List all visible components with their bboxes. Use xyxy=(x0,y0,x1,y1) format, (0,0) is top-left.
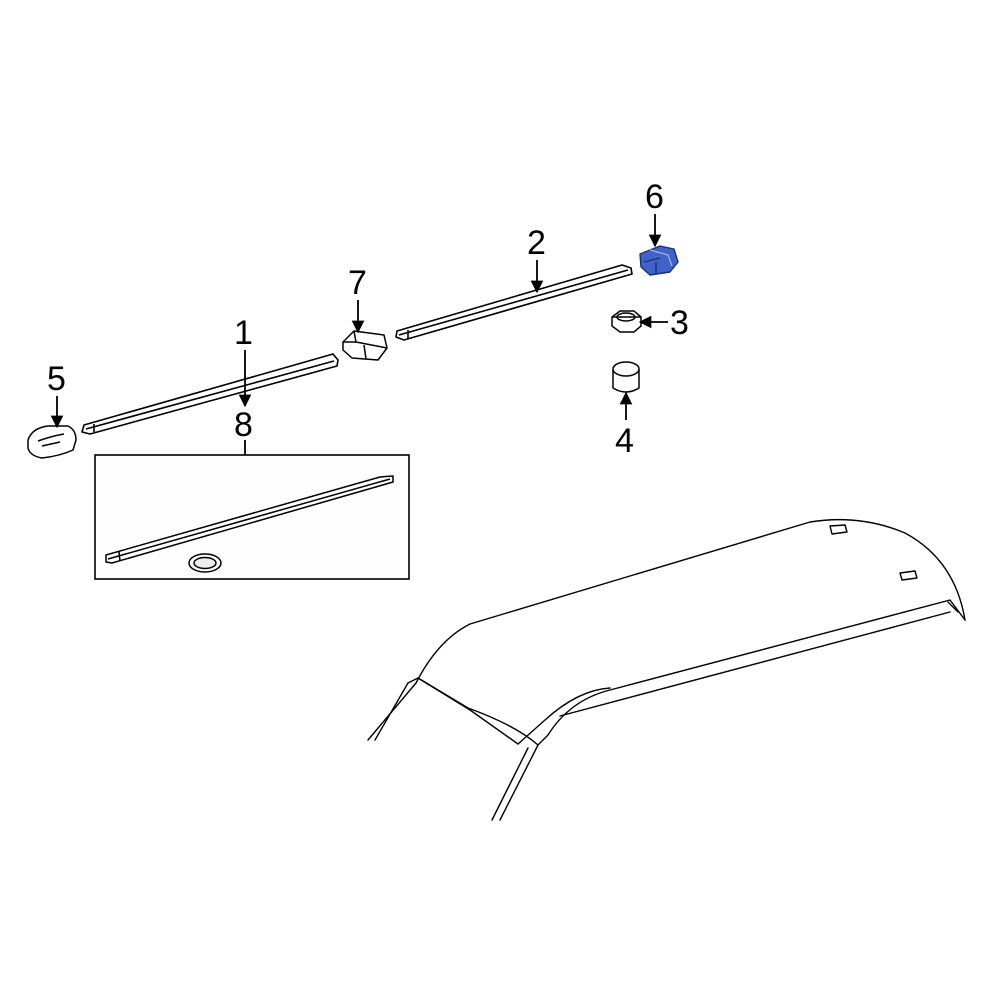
callout-5: 5 xyxy=(47,360,66,398)
part-3-nut[interactable] xyxy=(611,310,642,333)
part-6-clip-highlighted[interactable] xyxy=(639,245,679,276)
part-1-roof-molding-front[interactable] xyxy=(81,353,339,435)
callout-7: 7 xyxy=(348,264,367,302)
part-4-cap[interactable] xyxy=(612,361,640,393)
callout-6: 6 xyxy=(645,178,664,216)
callout-2: 2 xyxy=(527,224,546,262)
part-2-roof-molding-rear[interactable] xyxy=(395,264,633,341)
callout-1: 1 xyxy=(234,314,253,352)
grommet xyxy=(188,553,222,573)
callout-3: 3 xyxy=(670,304,689,342)
part-7-bracket[interactable] xyxy=(342,330,388,361)
leader-arrows xyxy=(50,214,668,455)
part-8-kit-box[interactable] xyxy=(94,454,410,580)
part-5-end-cover[interactable] xyxy=(27,425,77,459)
callout-8: 8 xyxy=(234,406,253,444)
vehicle-roof-outline xyxy=(367,518,966,821)
callout-4: 4 xyxy=(615,422,634,460)
